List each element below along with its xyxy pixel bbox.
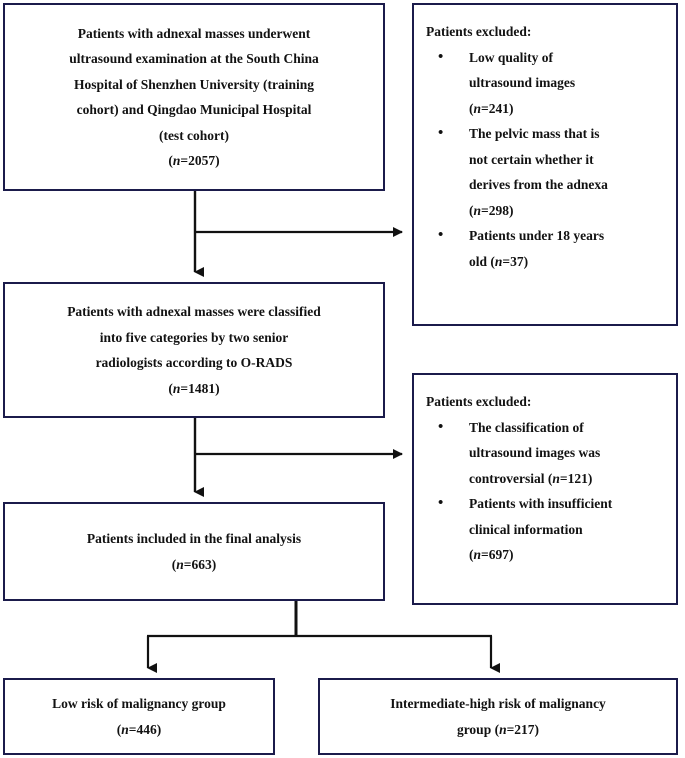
list-item-count: (n=241) bbox=[469, 100, 514, 116]
excluded-title: Patients excluded: bbox=[426, 24, 532, 39]
box-line: into five categories by two senior bbox=[99, 329, 289, 345]
list-item-count: (n=298) bbox=[469, 202, 514, 218]
bullet-icon: • bbox=[438, 125, 444, 141]
list-item: • The classification of bbox=[426, 415, 666, 441]
classified-box: Patients with adnexal masses were classi… bbox=[3, 282, 385, 418]
box-line: Patients included in the final analysis bbox=[86, 531, 302, 546]
list-item-line: derives from the adnexa bbox=[469, 177, 608, 192]
list-item: • Patients under 18 years bbox=[426, 223, 666, 249]
final-to-groups-split bbox=[146, 601, 500, 673]
list-item-line: clinical information bbox=[469, 521, 583, 537]
sample-size-label: group (n=217) bbox=[456, 721, 540, 737]
excluded-list: • The classification of ultrasound image… bbox=[426, 415, 666, 568]
list-item-continuation: not certain whether it bbox=[426, 147, 666, 173]
box-line: ultrasound examination at the South Chin… bbox=[69, 51, 319, 66]
list-item-continuation: (n=697) bbox=[426, 542, 666, 568]
excluded-box-2: Patients excluded: • The classification … bbox=[412, 373, 678, 605]
list-item-line: ultrasound images was bbox=[469, 445, 601, 460]
box-line: Patients with adnexal masses were classi… bbox=[67, 304, 321, 319]
list-item-continuation: controversial (n=121) bbox=[426, 466, 666, 492]
list-item: • Low quality of bbox=[426, 45, 666, 71]
excluded-box-1: Patients excluded: • Low quality of ultr… bbox=[412, 3, 678, 326]
source-cohort-box: Patients with adnexal masses underwent u… bbox=[3, 3, 385, 191]
list-item-count: controversial (n=121) bbox=[469, 470, 593, 486]
sample-size-label: (n=663) bbox=[171, 556, 217, 572]
sample-size-label: (n=446) bbox=[116, 721, 162, 737]
box-line: radiologists according to O-RADS bbox=[95, 355, 293, 370]
list-item-continuation: ultrasound images was bbox=[426, 440, 666, 466]
bullet-icon: • bbox=[438, 227, 444, 243]
list-item: • The pelvic mass that is bbox=[426, 121, 666, 147]
list-item-continuation: old (n=37) bbox=[426, 249, 666, 275]
box-line: cohort) and Qingdao Municipal Hospital bbox=[76, 102, 312, 117]
low-risk-group-box: Low risk of malignancy group (n=446) bbox=[3, 678, 275, 755]
excluded-list: • Low quality of ultrasound images (n=24… bbox=[426, 45, 666, 275]
sample-size-label: (n=1481) bbox=[168, 380, 220, 396]
list-item-continuation: ultrasound images bbox=[426, 70, 666, 96]
list-item-line: Low quality of bbox=[469, 49, 554, 65]
box-line: Intermediate-high risk of malignancy bbox=[390, 696, 606, 711]
list-item-continuation: (n=241) bbox=[426, 96, 666, 122]
list-item-line: The pelvic mass that is bbox=[469, 126, 600, 141]
excluded-title: Patients excluded: bbox=[426, 394, 532, 409]
list-item-line: ultrasound images bbox=[469, 75, 576, 90]
list-item-line: Patients under 18 years bbox=[469, 228, 605, 243]
sample-size-label: (n=2057) bbox=[168, 153, 220, 168]
list-item-continuation: clinical information bbox=[426, 517, 666, 543]
box-line: (test cohort) bbox=[158, 127, 230, 143]
list-item-line: not certain whether it bbox=[469, 151, 594, 167]
list-item-continuation: derives from the adnexa bbox=[426, 172, 666, 198]
list-item: • Patients with insufficient bbox=[426, 491, 666, 517]
box-line: Hospital of Shenzhen University (trainin… bbox=[73, 76, 314, 92]
list-item-count: old (n=37) bbox=[469, 253, 529, 269]
bullet-icon: • bbox=[438, 48, 444, 65]
box-line: Patients with adnexal masses underwent bbox=[77, 25, 311, 41]
list-item-continuation: (n=298) bbox=[426, 198, 666, 224]
bullet-icon: • bbox=[438, 418, 444, 435]
list-item-line: Patients with insufficient bbox=[469, 496, 613, 511]
box-line: Low risk of malignancy group bbox=[52, 696, 226, 711]
list-item-line: The classification of bbox=[469, 419, 584, 435]
bullet-icon: • bbox=[438, 495, 444, 511]
final-analysis-box: Patients included in the final analysis … bbox=[3, 502, 385, 601]
list-item-count: (n=697) bbox=[469, 547, 514, 562]
intermediate-high-risk-group-box: Intermediate-high risk of malignancy gro… bbox=[318, 678, 678, 755]
